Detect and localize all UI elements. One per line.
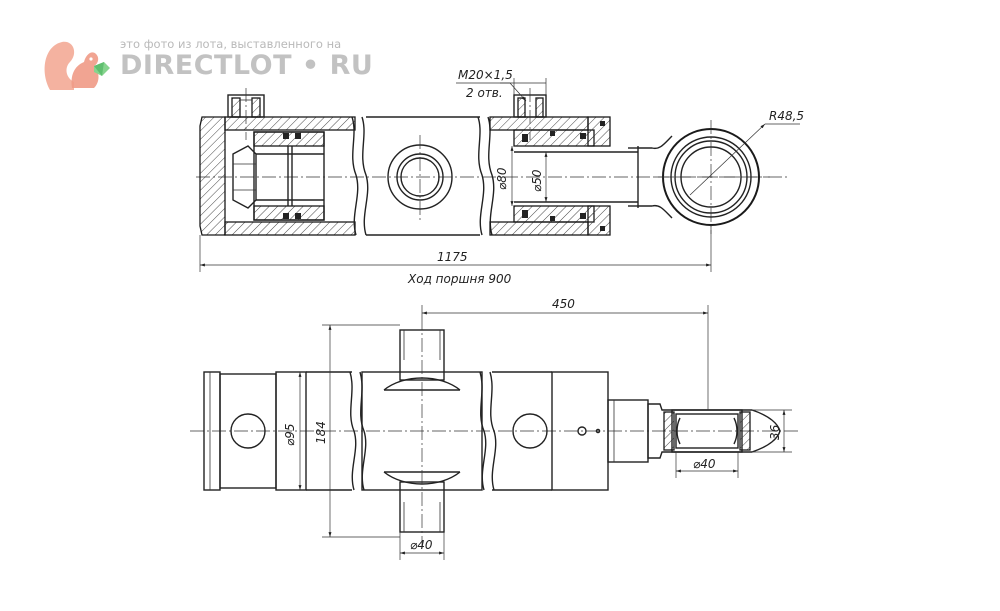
- watermark-caption: это фото из лота, выставленного на: [120, 37, 342, 51]
- body-diameter-label: ⌀95: [283, 424, 297, 447]
- top-section-view: [196, 78, 800, 272]
- shell-bottom-right: [489, 221, 589, 236]
- pin-diameter-label: ⌀40: [410, 538, 433, 552]
- rod-diameter-label: ⌀50: [530, 169, 544, 192]
- break-line-1: [351, 116, 359, 236]
- stroke-label: Ход поршня 900: [407, 272, 512, 286]
- shell-top-right: [489, 116, 589, 131]
- trunnion-span-label: 184: [314, 421, 328, 444]
- eye-bore-label: ⌀40: [693, 457, 716, 471]
- radius-label: R48,5: [769, 109, 804, 123]
- rod-port-hole: [512, 413, 548, 449]
- watermark: [40, 32, 360, 98]
- shell-top-left: [224, 116, 356, 131]
- bottom-exterior-view: [190, 305, 800, 560]
- cap-port-hole: [230, 413, 266, 449]
- shell-bottom-left: [224, 221, 356, 236]
- squirrel-logo-icon: [44, 41, 110, 90]
- eye-width-label: 36: [768, 424, 782, 440]
- bore-diameter-label: ⌀80: [495, 167, 509, 190]
- overall-length-label: 1175: [437, 250, 468, 264]
- thread-label: M20×1,5: [458, 68, 513, 82]
- cap-end-wall: [199, 116, 226, 236]
- watermark-brand: DIRECTLOT • RU: [120, 50, 374, 81]
- holes-label: 2 отв.: [466, 86, 503, 100]
- trunnion-to-eye-label: 450: [552, 297, 575, 311]
